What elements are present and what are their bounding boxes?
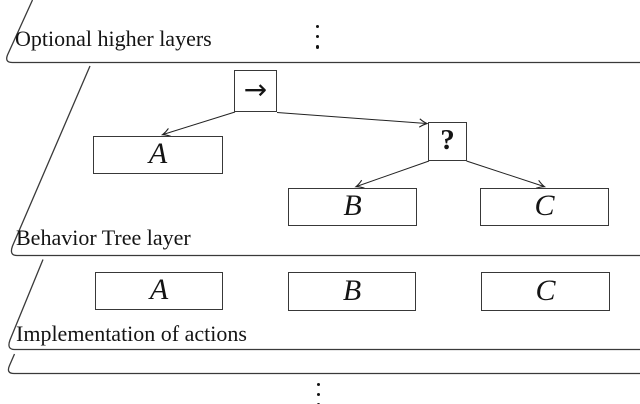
- sequence-arrow-icon: →: [243, 72, 268, 106]
- impl-action-a-box: A: [95, 272, 223, 310]
- sheet-higher-layers: [6, 0, 640, 64]
- ellipsis-dot: [316, 35, 320, 39]
- sequence-node-box: →: [234, 70, 277, 112]
- impl-action-a-label: A: [149, 273, 169, 306]
- ellipsis-dot: [317, 393, 321, 397]
- impl-action-c-label: C: [535, 273, 556, 307]
- vertical-ellipsis-icon: [317, 383, 321, 404]
- tree-action-a-box: A: [93, 136, 223, 174]
- tree-action-a-label: A: [148, 137, 168, 170]
- ellipsis-dot: [316, 45, 320, 49]
- ellipsis-dot: [316, 25, 320, 29]
- tree-action-b-label: B: [343, 189, 362, 222]
- sheet-implementation-layer: [8, 259, 640, 351]
- sheet-behavior-tree-layer: [10, 65, 640, 257]
- impl-action-b-box: B: [288, 272, 416, 311]
- impl-action-c-box: C: [481, 272, 610, 311]
- fallback-node-box: ?: [428, 122, 467, 161]
- edge-sequence-to-fallback: [276, 112, 429, 128]
- vertical-ellipsis-icon: [316, 25, 320, 49]
- sheet-lower-layer: [7, 353, 640, 375]
- impl-action-b-label: B: [342, 273, 362, 307]
- tree-action-b-box: B: [288, 188, 417, 226]
- label-optional-higher-layers: Optional higher layers: [15, 26, 212, 51]
- fallback-question-icon: ?: [440, 124, 455, 156]
- label-implementation-of-actions: Implementation of actions: [16, 321, 247, 346]
- edge-sequence-to-action-a: [160, 111, 236, 137]
- tree-action-c-box: C: [480, 188, 609, 226]
- edge-fallback-to-action-c: [466, 160, 547, 189]
- label-behavior-tree-layer: Behavior Tree layer: [16, 225, 191, 250]
- ellipsis-dot: [317, 383, 321, 387]
- edge-fallback-to-action-b: [354, 160, 430, 189]
- tree-action-c-label: C: [534, 189, 555, 222]
